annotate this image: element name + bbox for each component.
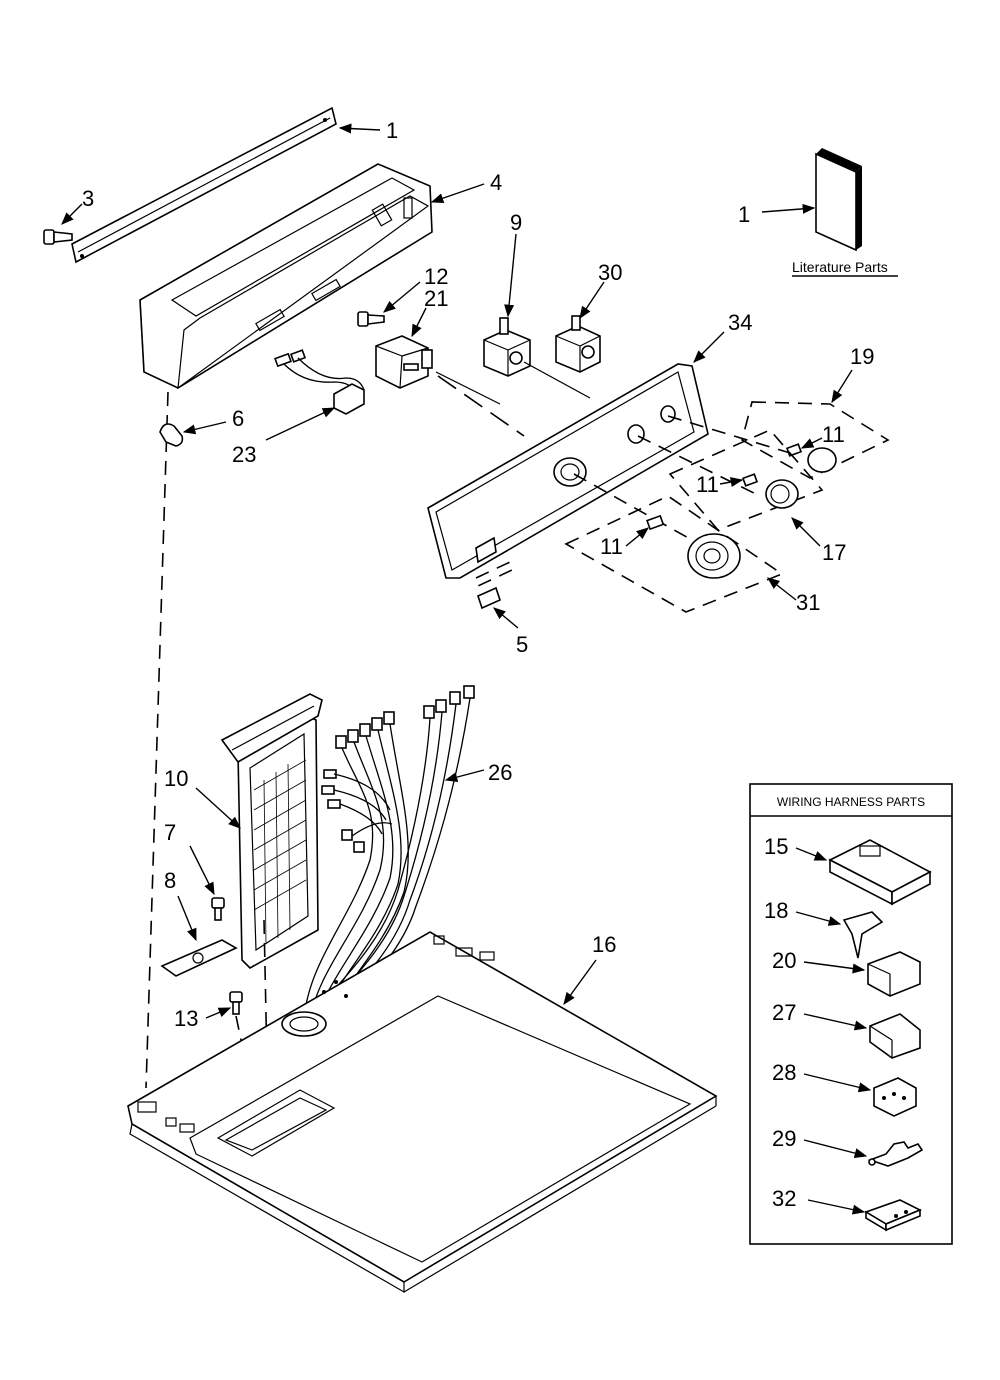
callout-1: 1 bbox=[386, 118, 398, 143]
leader-6 bbox=[182, 421, 227, 435]
callout-11-b: 11 bbox=[696, 472, 719, 497]
part-8-bracket bbox=[160, 939, 238, 977]
callout-7: 7 bbox=[164, 820, 176, 845]
callout-9: 9 bbox=[510, 210, 522, 235]
callout-10: 10 bbox=[164, 766, 188, 791]
leader-8 bbox=[177, 895, 197, 942]
part-16-top-panel bbox=[127, 931, 718, 1294]
callout-16: 16 bbox=[592, 932, 616, 957]
leader-21 bbox=[411, 307, 427, 338]
part-5-label bbox=[477, 586, 501, 610]
part-21-timer bbox=[375, 335, 433, 389]
leader-11a bbox=[800, 437, 823, 449]
harness-item-27: 27 bbox=[772, 1000, 796, 1025]
leader-11c bbox=[625, 527, 649, 547]
part-31-knob bbox=[687, 533, 741, 579]
part-4-console bbox=[139, 163, 433, 390]
part-18-clip bbox=[842, 911, 884, 959]
part-3-screw bbox=[43, 229, 73, 245]
part-12-screw bbox=[357, 311, 385, 327]
leader-16 bbox=[563, 959, 597, 1006]
group-31 bbox=[564, 495, 784, 613]
part-10-duct bbox=[220, 693, 323, 969]
part-30-switch bbox=[555, 315, 601, 373]
leader-1-lit bbox=[761, 203, 816, 214]
callout-8: 8 bbox=[164, 868, 176, 893]
leader-11b bbox=[719, 477, 744, 487]
leader-30 bbox=[579, 281, 605, 320]
callout-19: 19 bbox=[850, 344, 874, 369]
harness-item-20: 20 bbox=[772, 948, 796, 973]
leader-26 bbox=[444, 769, 485, 782]
leader-10 bbox=[195, 787, 241, 829]
shaft-21 bbox=[435, 371, 501, 405]
leader-31 bbox=[767, 577, 797, 601]
part-13-screw bbox=[229, 991, 243, 1015]
callout-34: 34 bbox=[728, 310, 752, 335]
callout-4: 4 bbox=[490, 170, 502, 195]
align-line-a bbox=[437, 375, 525, 437]
harness-item-15: 15 bbox=[764, 834, 788, 859]
part-23-harness bbox=[274, 349, 365, 415]
part-5-outline bbox=[475, 560, 513, 588]
callout-31: 31 bbox=[796, 590, 820, 615]
leader-1 bbox=[338, 123, 381, 134]
part-34-control-panel bbox=[427, 363, 709, 579]
callout-1-literature: 1 bbox=[738, 202, 750, 227]
leader-34 bbox=[693, 331, 725, 363]
callout-23: 23 bbox=[232, 442, 256, 467]
leader-4 bbox=[430, 183, 485, 204]
part-11-clip-c bbox=[646, 514, 665, 531]
leader-7 bbox=[189, 845, 215, 896]
part-1-rear-panel bbox=[71, 106, 337, 264]
shaft-9 bbox=[523, 361, 591, 399]
part-29-terminal bbox=[867, 1141, 924, 1167]
align-line-duct bbox=[263, 919, 269, 1111]
harness-item-28: 28 bbox=[772, 1060, 796, 1085]
leader-19 bbox=[831, 369, 853, 404]
part-28-connector bbox=[873, 1077, 917, 1117]
harness-item-18: 18 bbox=[764, 898, 788, 923]
callout-3: 3 bbox=[82, 186, 94, 211]
callout-13: 13 bbox=[174, 1006, 198, 1031]
literature-booklet bbox=[815, 148, 862, 252]
callout-11-a: 11 bbox=[822, 422, 845, 447]
harness-item-29: 29 bbox=[772, 1126, 796, 1151]
part-6-clip bbox=[159, 423, 184, 447]
part-9-switch bbox=[483, 317, 531, 377]
leader-17 bbox=[791, 517, 821, 547]
leader-12 bbox=[383, 281, 421, 313]
callout-26: 26 bbox=[488, 760, 512, 785]
literature-parts-label: Literature Parts bbox=[792, 259, 888, 275]
callout-30: 30 bbox=[598, 260, 622, 285]
leader-13 bbox=[205, 1007, 232, 1019]
callout-12: 12 bbox=[424, 264, 448, 289]
group-17 bbox=[668, 429, 824, 531]
callout-11-c: 11 bbox=[600, 534, 623, 559]
part-11-clip-b bbox=[741, 473, 759, 487]
harness-box-title: WIRING HARNESS PARTS bbox=[777, 795, 925, 809]
part-19-button bbox=[807, 447, 837, 473]
callout-21: 21 bbox=[424, 286, 448, 311]
wiring-harness-box: WIRING HARNESS PARTS 15 18 20 27 bbox=[749, 783, 953, 1245]
part-15-connector bbox=[828, 839, 932, 906]
leader-9 bbox=[504, 233, 517, 318]
callout-17: 17 bbox=[822, 540, 846, 565]
align-line-left bbox=[145, 391, 169, 1089]
callout-5: 5 bbox=[516, 632, 528, 657]
harness-item-32: 32 bbox=[772, 1186, 796, 1211]
part-20-connector bbox=[867, 951, 921, 997]
leader-23 bbox=[265, 407, 336, 441]
part-32-connector bbox=[864, 1199, 922, 1232]
part-7-screw bbox=[211, 897, 225, 921]
leader-3 bbox=[61, 203, 83, 225]
group-19 bbox=[741, 401, 890, 479]
part-11-clip-a bbox=[785, 443, 803, 457]
part-27-connector bbox=[869, 1013, 921, 1059]
leader-5 bbox=[493, 607, 519, 629]
callout-6: 6 bbox=[232, 406, 244, 431]
